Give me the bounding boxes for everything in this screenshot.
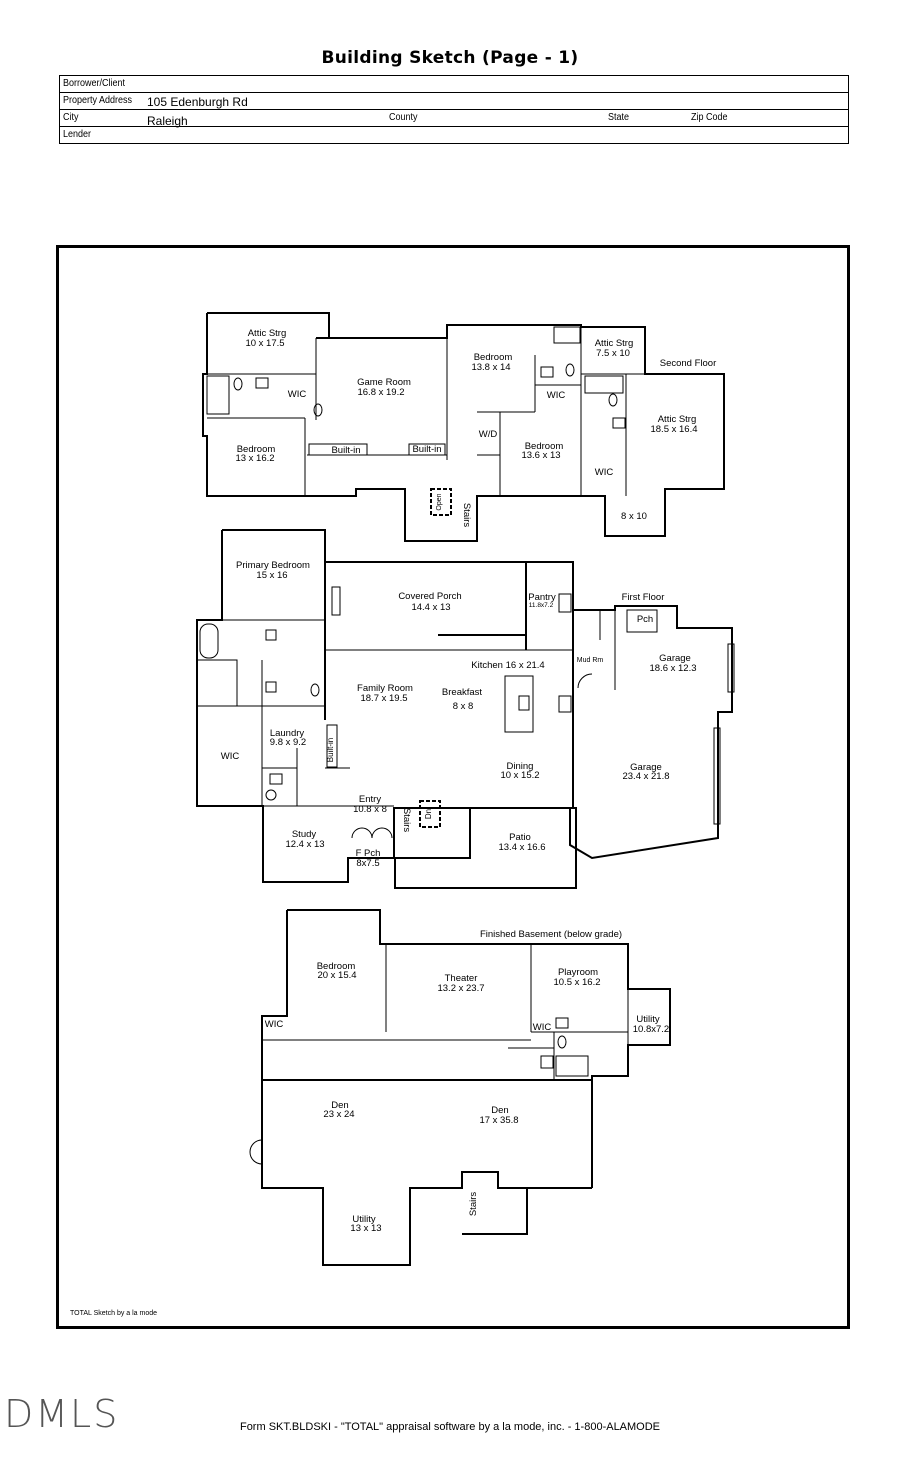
lender-label: Lender: [63, 129, 92, 140]
room-entry-name: Entry: [359, 794, 381, 805]
room-bed2c-name: Bedroom: [525, 441, 564, 452]
city-label: City: [63, 112, 79, 123]
stairs-label: Stairs: [461, 503, 472, 528]
room-laundry-name: Laundry: [270, 728, 305, 739]
builtin-label: Built-in: [331, 445, 360, 456]
floor-label-first: First Floor: [622, 592, 665, 603]
room-attic-3-dim: 18.5 x 16.4: [650, 424, 697, 435]
room-bed2c-dim: 13.6 x 13: [521, 450, 560, 461]
room-kitchen: Kitchen 16 x 21.4: [471, 660, 544, 671]
room-porch-dim: 14.4 x 13: [411, 602, 450, 613]
wic-label: WIC: [547, 390, 566, 401]
room-garage2-dim: 23.4 x 21.8: [622, 771, 669, 782]
address-row: Property Address 105 Edenburgh Rd: [60, 93, 848, 110]
lender-row: Lender: [60, 127, 848, 143]
city-value: Raleigh: [147, 114, 188, 128]
room-util2-dim: 13 x 13: [350, 1223, 381, 1234]
room-bbed-name: Bedroom: [317, 961, 356, 972]
room-playroom-name: Playroom: [558, 967, 598, 978]
room-primary-dim: 15 x 16: [256, 570, 287, 581]
borrower-label: Borrower/Client: [63, 78, 126, 89]
county-label: County: [389, 112, 418, 123]
room-study-name: Study: [292, 829, 317, 840]
room-garage1-name: Garage: [659, 653, 691, 664]
down-label: Dn: [424, 809, 433, 819]
room-game-name: Game Room: [357, 377, 411, 388]
sketch-credit: TOTAL Sketch by a la mode: [70, 1310, 158, 1317]
room-bed2a-dim: 13.8 x 14: [471, 362, 510, 373]
room-fpch-dim: 8x7.5: [356, 858, 379, 869]
room-dining-dim: 10 x 15.2: [500, 770, 539, 781]
room-den1-dim: 23 x 24: [323, 1109, 354, 1120]
wic-label: WIC: [265, 1019, 284, 1030]
property-info-table: Borrower/Client Property Address 105 Ede…: [59, 75, 849, 144]
room-garage2-name: Garage: [630, 762, 662, 773]
basement-floor: Finished Basement (below grade) Bedroom …: [249, 909, 671, 1266]
pch-label: Pch: [637, 614, 653, 625]
builtin-label: Built-in: [412, 444, 441, 455]
room-den1-name: Den: [331, 1100, 348, 1111]
room-garage1-dim: 18.6 x 12.3: [649, 663, 696, 674]
room-butil-name: Utility: [636, 1014, 659, 1025]
state-label: State: [608, 112, 630, 123]
room-breakfast-dim: 8 x 8: [453, 701, 474, 712]
floor-label-basement: Finished Basement (below grade): [480, 929, 622, 940]
address-label: Property Address: [63, 95, 133, 106]
stairs-label: Stairs: [468, 1192, 479, 1217]
room-bed2a-name: Bedroom: [474, 352, 513, 363]
room-primary-name: Primary Bedroom: [236, 560, 310, 571]
room-study-dim: 12.4 x 13: [285, 839, 324, 850]
page-title: Building Sketch (Page - 1): [321, 48, 579, 68]
room-patio-dim: 13.4 x 16.6: [498, 842, 545, 853]
wic-label: WIC: [533, 1022, 552, 1033]
room-porch-name: Covered Porch: [398, 591, 461, 602]
footer-text: Form SKT.BLDSKI - "TOTAL" appraisal soft…: [239, 1421, 661, 1433]
room-pantry-dim: 11.8x7.2: [529, 602, 554, 609]
room-attic-1-name: Attic Strg: [248, 328, 287, 339]
dmls-logo: DMLS: [4, 1392, 120, 1436]
room-breakfast-name: Breakfast: [442, 687, 482, 698]
room-attic-1-dim: 10 x 17.5: [245, 338, 284, 349]
room-den2-dim: 17 x 35.8: [479, 1115, 518, 1126]
sketch-frame: [56, 245, 850, 1329]
zip-label: Zip Code: [691, 112, 728, 123]
room-attic-2-dim: 7.5 x 10: [596, 348, 630, 359]
address-value: 105 Edenburgh Rd: [147, 95, 248, 109]
floor-label-second: Second Floor: [660, 358, 717, 369]
room-butil-dim: 10.8x7.2: [633, 1024, 669, 1035]
room-playroom-dim: 10.5 x 16.2: [553, 977, 600, 988]
room-8x10: 8 x 10: [621, 511, 647, 522]
room-fpch-name: F Pch: [356, 848, 381, 859]
first-floor: Primary Bedroom 15 x 16 Covered Porch 14…: [196, 529, 735, 889]
room-util2-name: Utility: [352, 1214, 375, 1225]
room-family-dim: 18.7 x 19.5: [360, 693, 407, 704]
room-entry-dim: 10.8 x 8: [353, 804, 387, 815]
wic-label: WIC: [221, 751, 240, 762]
wd-label: W/D: [479, 429, 498, 440]
room-attic-3-name: Attic Strg: [658, 414, 697, 425]
room-den2-name: Den: [491, 1105, 508, 1116]
room-game-dim: 16.8 x 19.2: [357, 387, 404, 398]
mudroom-label: Mud Rm: [577, 657, 604, 664]
room-dining-name: Dining: [507, 761, 534, 772]
room-bed2b-dim: 13 x 16.2: [235, 453, 274, 464]
city-row: City Raleigh County State Zip Code: [60, 110, 848, 128]
room-patio-name: Patio: [509, 832, 531, 843]
stairs-label: Stairs: [401, 808, 412, 833]
room-bbed-dim: 20 x 15.4: [317, 970, 356, 981]
wic-label: WIC: [288, 389, 307, 400]
room-laundry-dim: 9.8 x 9.2: [270, 737, 306, 748]
room-theater-name: Theater: [445, 973, 478, 984]
room-attic-2-name: Attic Strg: [595, 338, 634, 349]
open-label: Open: [436, 493, 443, 510]
room-pantry-name: Pantry: [528, 592, 556, 603]
room-family-name: Family Room: [357, 683, 413, 694]
borrower-row: Borrower/Client: [60, 76, 848, 93]
room-theater-dim: 13.2 x 23.7: [437, 983, 484, 994]
builtin-label: Built-in: [326, 738, 335, 762]
second-floor: Attic Strg 10 x 17.5 Game Room 16.8 x 19…: [202, 312, 725, 542]
room-bed2b-name: Bedroom: [237, 444, 276, 455]
wic-label: WIC: [595, 467, 614, 478]
